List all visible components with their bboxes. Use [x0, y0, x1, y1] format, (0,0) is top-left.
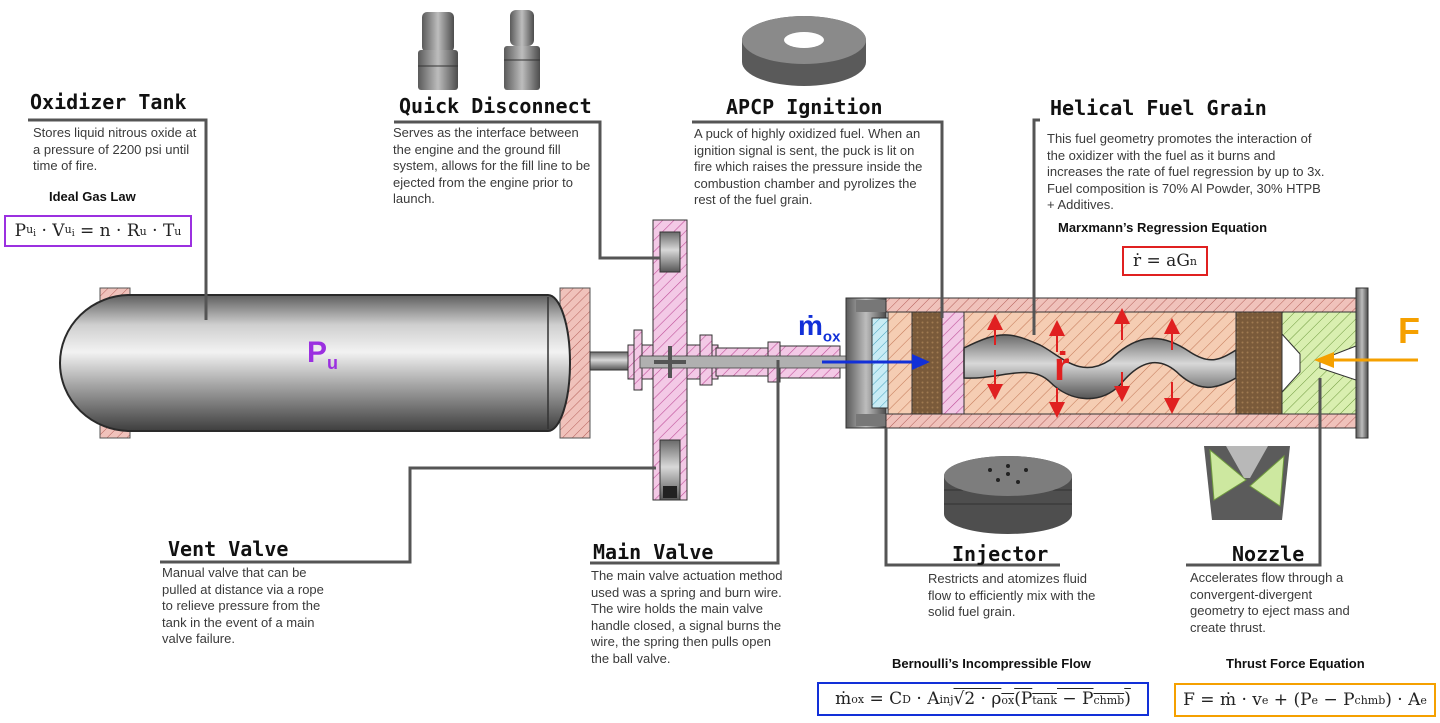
main-valve-description: The main valve actuation method used was…	[591, 568, 783, 666]
valve-cross-assembly	[627, 219, 851, 501]
quick-disconnect-parts	[418, 10, 540, 90]
apcp-ignition-description: A puck of highly oxidized fuel. When an …	[694, 126, 923, 207]
apcp-puck	[742, 16, 866, 86]
leader-lines	[28, 118, 1322, 567]
nozzle-description: Accelerates flow through a convergent-di…	[1190, 570, 1350, 635]
regression-rate-label: ṙ	[1054, 345, 1070, 389]
helical-fuel-grain-title: Helical Fuel Grain	[1050, 96, 1267, 120]
regression-arrows	[987, 308, 1180, 418]
injector-title: Injector	[952, 542, 1049, 566]
thrust-force-label: F	[1398, 310, 1420, 351]
combustion-chamber	[885, 287, 1369, 439]
vent-valve-title: Vent Valve	[168, 537, 289, 561]
thrust-equation-title: Thrust Force Equation	[1226, 656, 1365, 671]
quick-disconnect-description: Serves as the interface between the engi…	[393, 125, 591, 206]
injector-description: Restricts and atomizes fluid flow to eff…	[928, 571, 1096, 619]
oxidizer-flow-arrow	[822, 354, 930, 370]
nozzle-part	[1204, 446, 1290, 520]
nozzle-title: Nozzle	[1232, 542, 1305, 566]
ideal-gas-law-title: Ideal Gas Law	[49, 189, 136, 204]
helical-fuel-grain-description: This fuel geometry promotes the interact…	[1047, 131, 1325, 212]
vent-valve-description: Manual valve that can be pulled at dista…	[162, 565, 324, 646]
oxidizer-tank-body	[59, 287, 631, 439]
mass-flow-label: ṁox	[798, 310, 841, 346]
bernoulli-equation-title: Bernoulli’s Incompressible Flow	[892, 656, 1091, 671]
oxidizer-tank-description: Stores liquid nitrous oxide at a pressur…	[33, 125, 197, 173]
apcp-ignition-title: APCP Ignition	[726, 95, 883, 119]
quick-disconnect-title: Quick Disconnect	[399, 94, 592, 118]
thrust-arrow	[1314, 352, 1418, 368]
main-valve-title: Main Valve	[593, 540, 714, 564]
oxidizer-tank-title: Oxidizer Tank	[30, 90, 187, 114]
injector-plate-part	[944, 456, 1072, 534]
regression-equation-title: Marxmann’s Regression Equation	[1058, 220, 1268, 235]
tank-pressure-label: Pu	[307, 336, 339, 373]
